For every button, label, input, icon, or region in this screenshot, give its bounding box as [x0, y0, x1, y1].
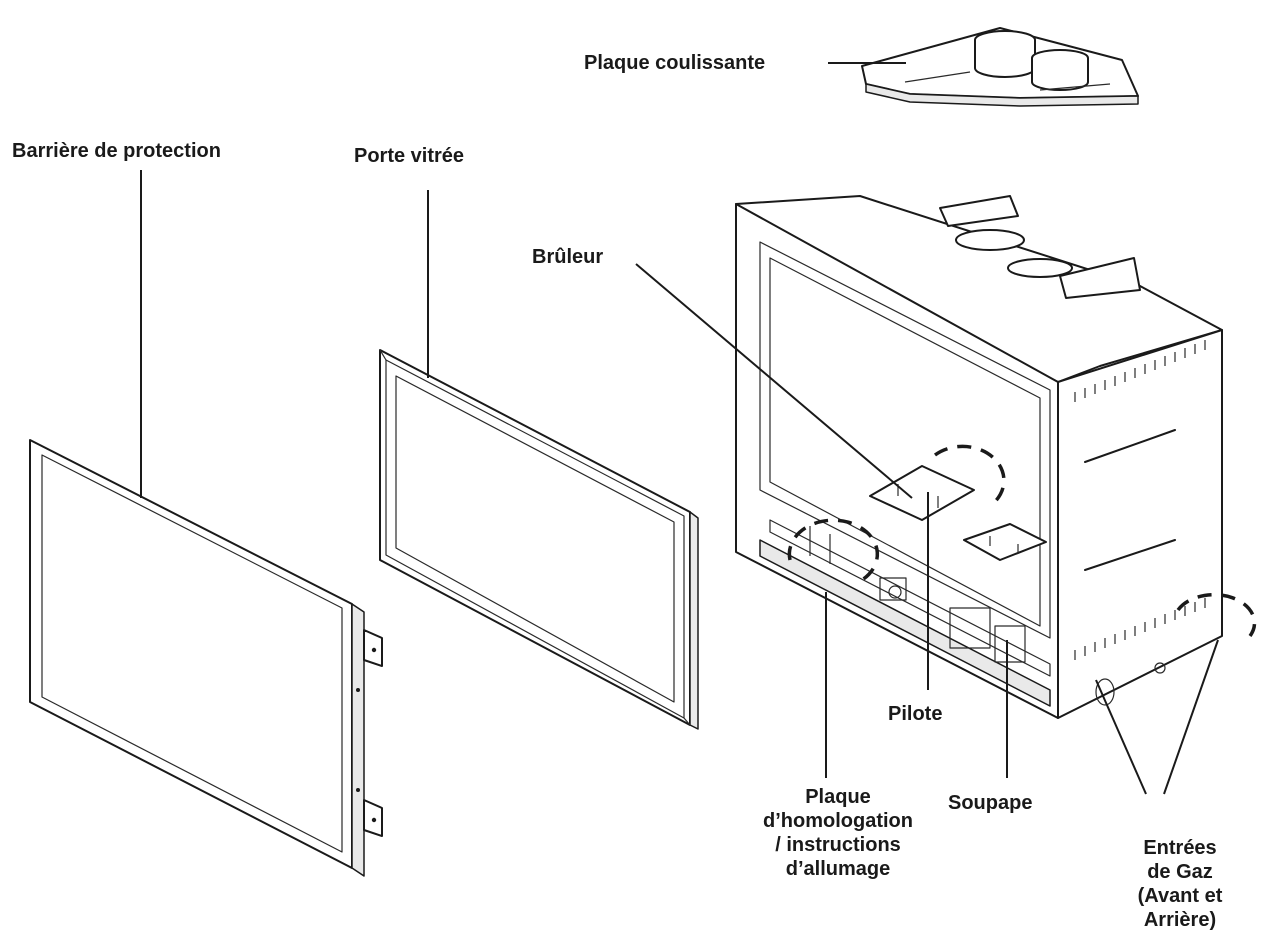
- label-rating-plate: Plaque d’homologation / instructions d’a…: [763, 786, 913, 880]
- diagram-drawing: [29, 27, 1257, 877]
- fireplace-body: [735, 195, 1223, 719]
- sliding-plate: [861, 27, 1139, 107]
- label-burner: Brûleur: [532, 246, 604, 268]
- label-sliding-plate: Plaque coulissante: [584, 52, 766, 74]
- safety-barrier-screen: [29, 439, 383, 877]
- label-gas-inlets: Entrées de Gaz (Avant et Arrière): [1137, 837, 1223, 931]
- leader-lines: [140, 62, 1219, 795]
- label-safety-barrier: Barrière de protection: [12, 140, 221, 162]
- fireplace-exploded-diagram: Plaque coulissante Barrière de protectio…: [12, 27, 1257, 931]
- glass-door: [379, 349, 699, 730]
- callout-circles: [787, 444, 1257, 638]
- label-pilot: Pilote: [888, 703, 943, 725]
- label-valve: Soupape: [948, 792, 1033, 814]
- label-glass-door: Porte vitrée: [354, 145, 465, 167]
